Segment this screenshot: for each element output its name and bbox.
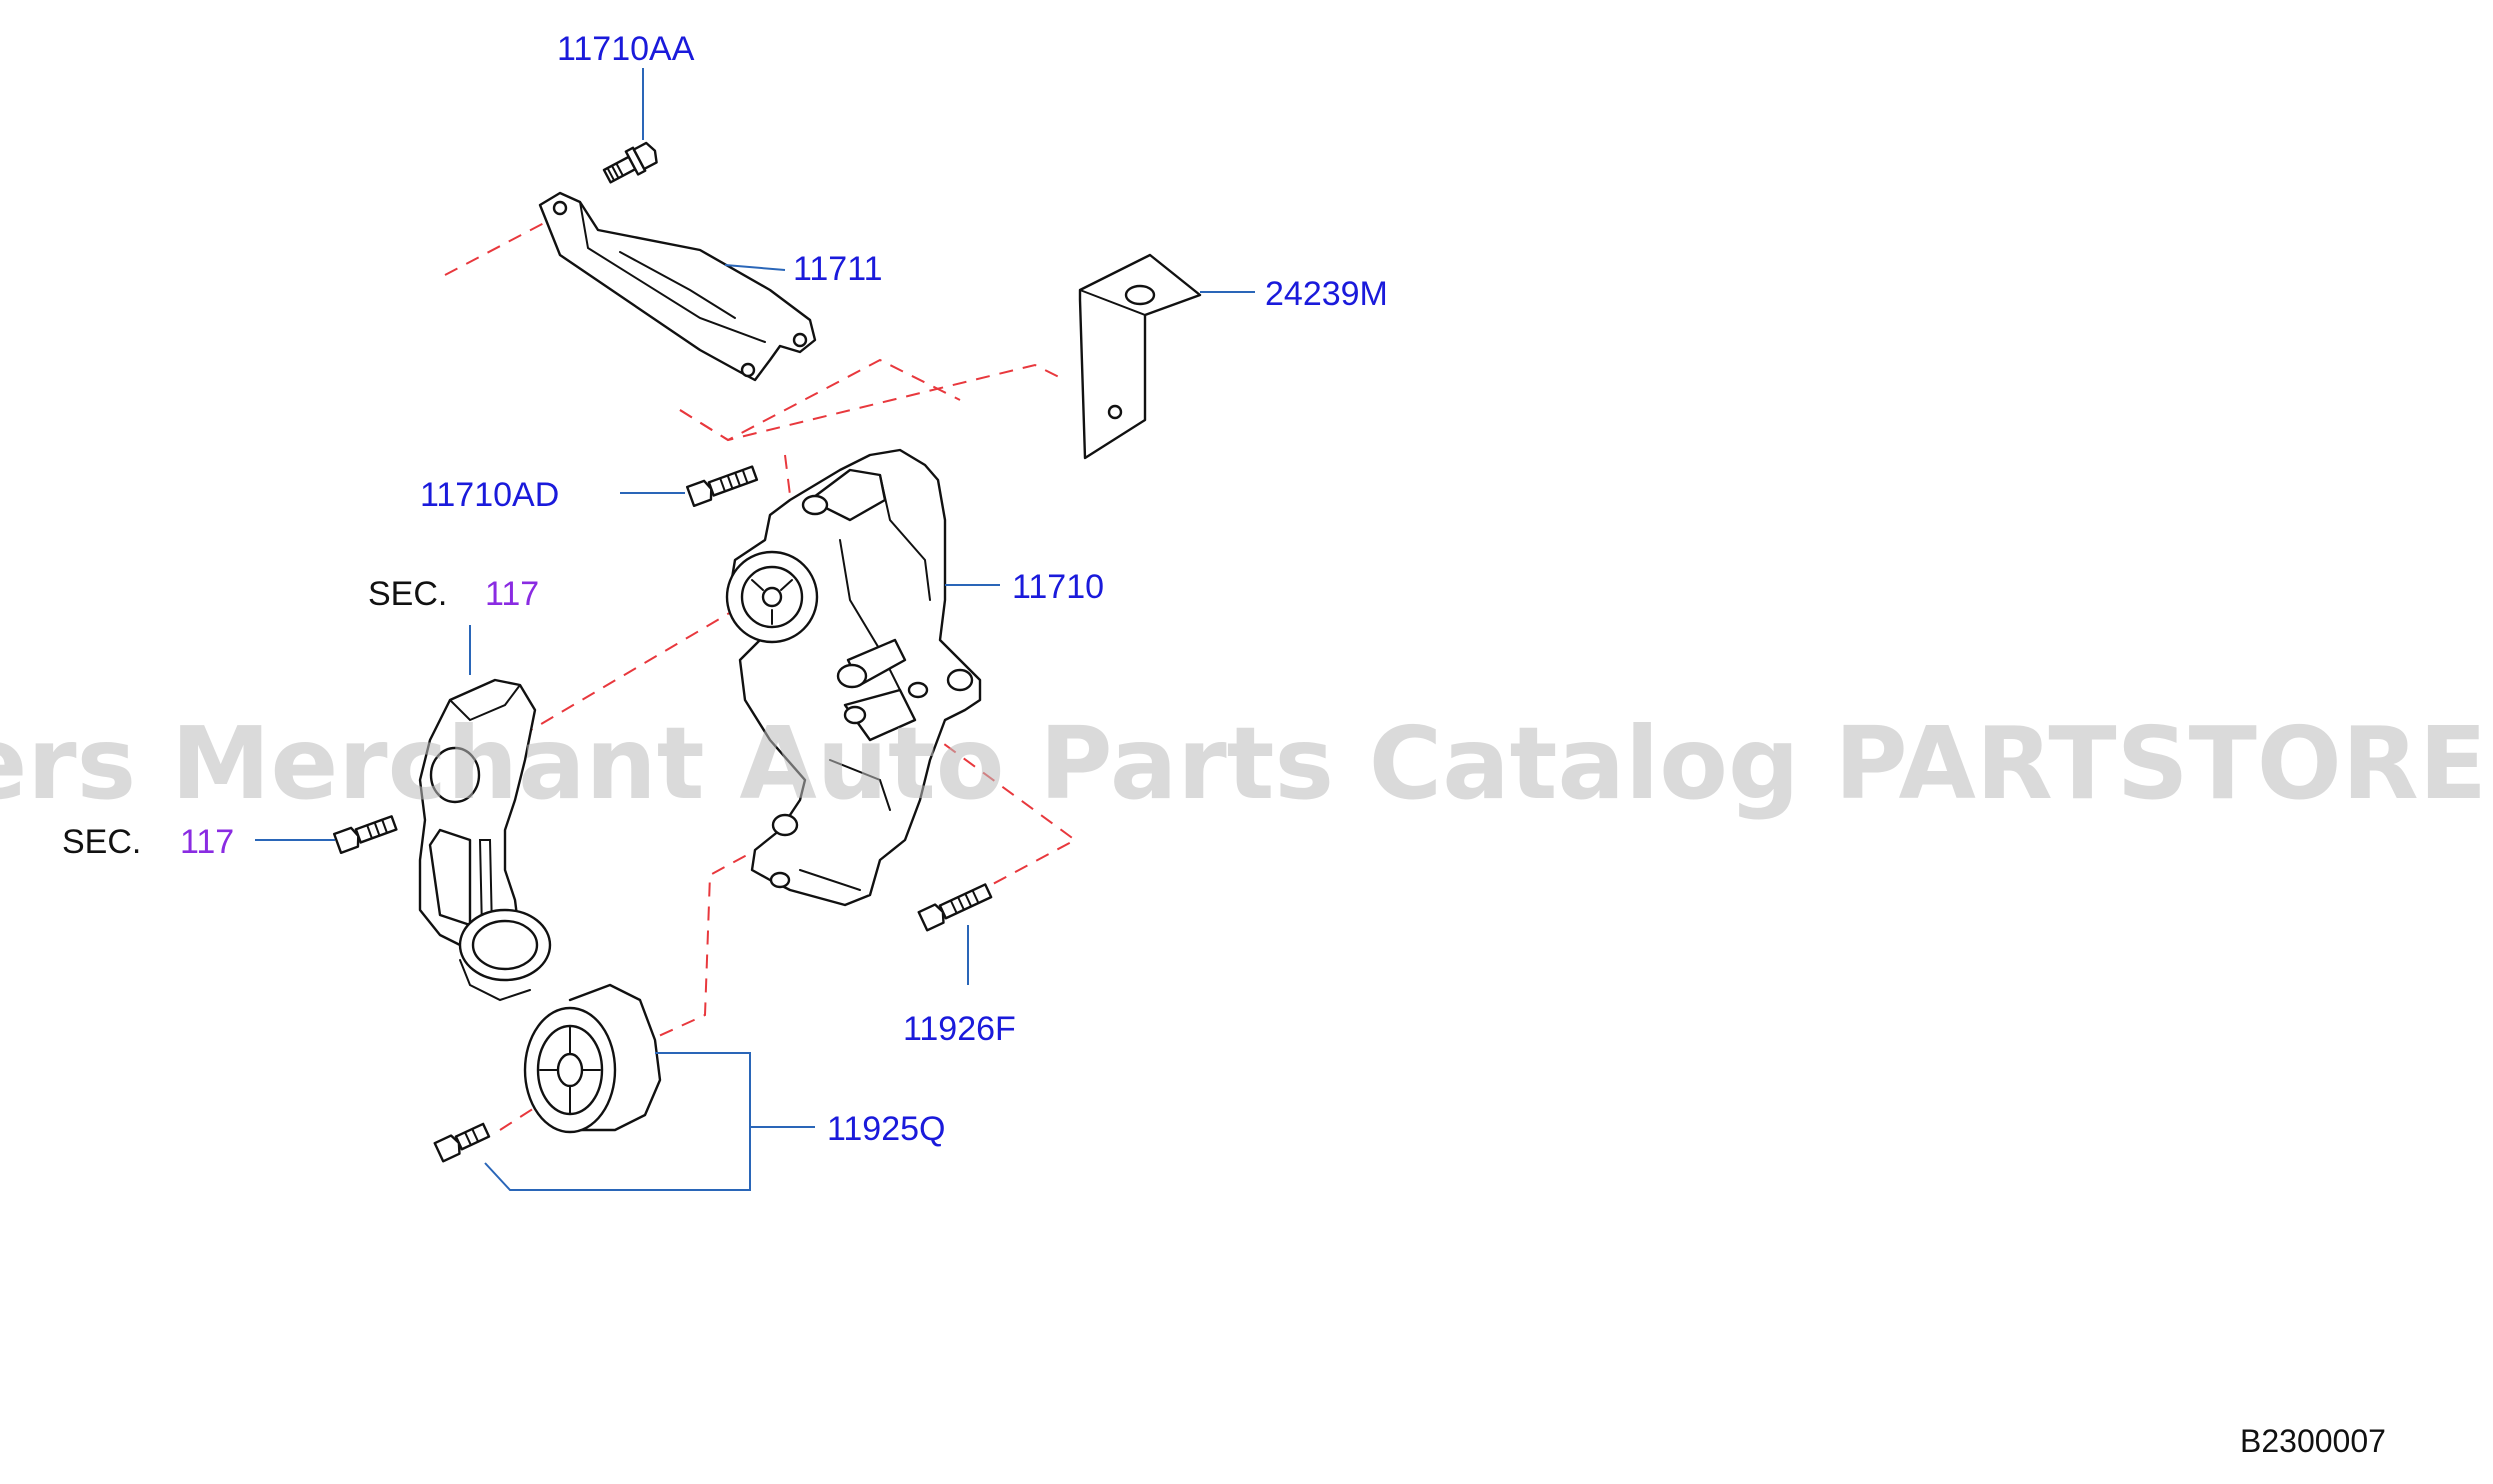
bolt-tensioner-mount <box>332 815 398 855</box>
bracket-11711 <box>538 191 817 382</box>
section-ref-number-lower[interactable]: 117 <box>180 823 234 861</box>
part-label-11925Q[interactable]: 11925Q <box>827 1110 945 1148</box>
leader-lines <box>255 68 1255 1191</box>
section-ref-number-upper[interactable]: 117 <box>485 575 539 613</box>
bolt-11926F <box>917 883 993 932</box>
part-label-11710[interactable]: 11710 <box>1012 568 1104 606</box>
belt-tensioner-assembly <box>418 678 552 1002</box>
alternator-bracket-11710 <box>725 448 982 907</box>
idler-pulley-11925Q <box>523 983 662 1134</box>
bolt-idler-pulley <box>433 1122 491 1163</box>
bolt-11710AD <box>685 465 759 508</box>
bracket-24239M <box>1078 253 1202 460</box>
diagram-code: B2300007 <box>2240 1423 2386 1459</box>
section-ref-prefix-lower: SEC. <box>62 823 141 861</box>
watermark-text: Offers Merchant Auto Parts Catalog PARTS… <box>0 705 2493 822</box>
part-label-11926F[interactable]: 11926F <box>903 1010 1016 1048</box>
part-label-11711[interactable]: 11711 <box>793 250 883 288</box>
section-ref-prefix-upper: SEC. <box>368 575 447 613</box>
part-label-11710AD[interactable]: 11710AD <box>420 476 559 514</box>
part-label-11710AA[interactable]: 11710AA <box>557 30 695 68</box>
bolt-11710AA <box>602 141 658 184</box>
part-label-24239M[interactable]: 24239M <box>1265 275 1388 313</box>
